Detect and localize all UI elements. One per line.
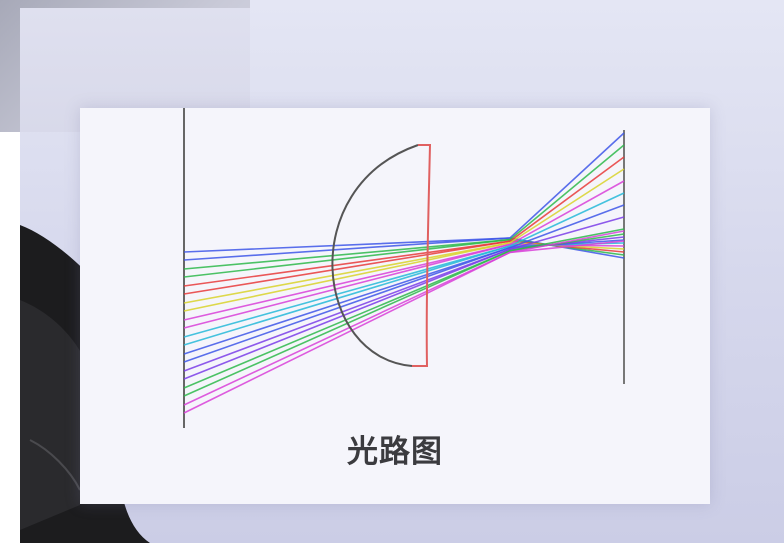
ray-2-0 xyxy=(183,156,625,287)
ray-4-0 xyxy=(183,180,625,321)
diagram-caption: 光路图 xyxy=(347,434,443,470)
ray-6-0 xyxy=(183,204,625,355)
ray-7-0 xyxy=(183,216,625,372)
ray-9-1 xyxy=(183,230,625,414)
ray-4-1 xyxy=(183,243,625,329)
ray-3-0 xyxy=(183,168,625,304)
ray-8-0 xyxy=(183,228,625,389)
lens-curved-surface xyxy=(331,144,419,367)
optical-path-diagram xyxy=(183,108,625,428)
ray-0-0 xyxy=(183,132,625,253)
left-white-strip xyxy=(0,132,20,543)
light-rays xyxy=(183,132,625,414)
optical-path-card: 光路图 xyxy=(80,108,710,504)
ray-5-0 xyxy=(183,192,625,338)
lens-flat-surface xyxy=(412,144,432,367)
ray-1-0 xyxy=(183,144,625,270)
ray-9-0 xyxy=(183,240,625,406)
